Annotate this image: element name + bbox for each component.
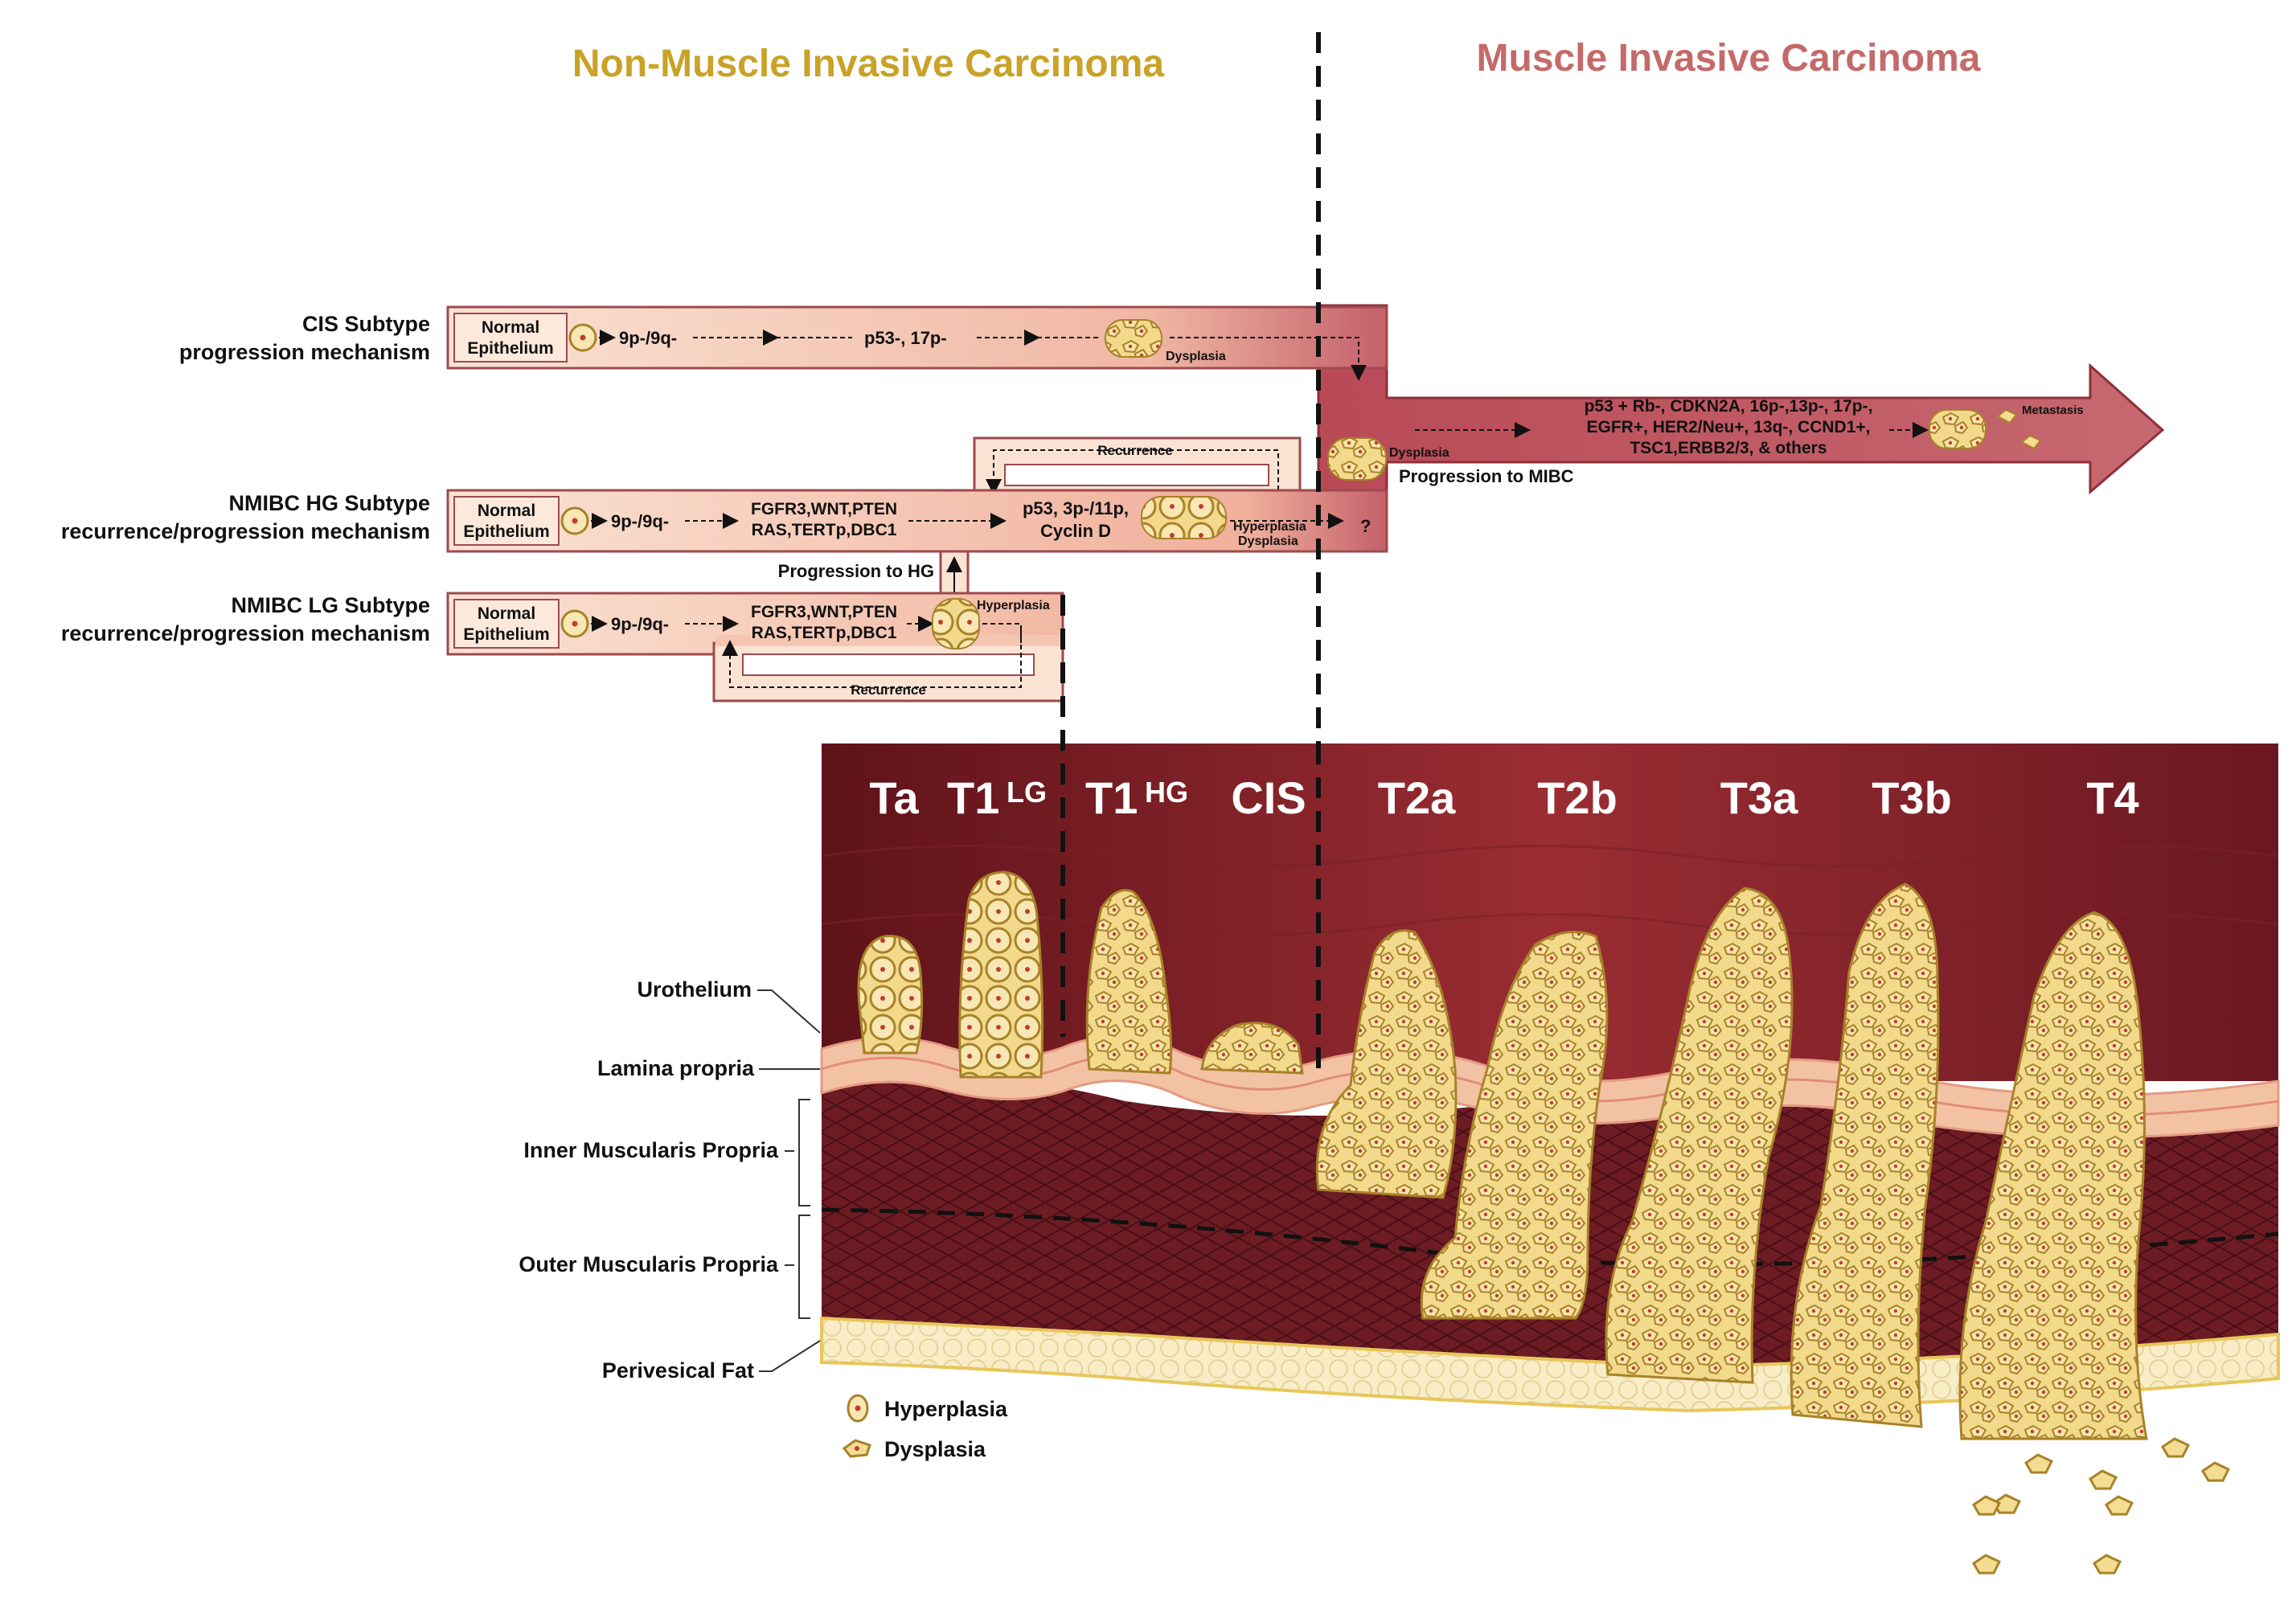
- mibc-dysplasia-label: Dysplasia: [1389, 446, 1449, 460]
- mibc-dysplasia-cluster: [1327, 437, 1387, 481]
- lg-start-line2: Epithelium: [463, 625, 549, 644]
- hg-end-note-line2: Dysplasia: [1238, 535, 1298, 548]
- mibc-markers-line1: p53 + Rb-, CDKN2A, 16p-,13p-, 17p-,: [1585, 397, 1873, 416]
- cis-end-note: Dysplasia: [1166, 350, 1226, 363]
- cis-step1: 9p-/9q-: [619, 328, 677, 348]
- mibc-markers-line3: TSC1,ERBB2/3, & others: [1630, 439, 1827, 457]
- hg-step1: 9p-/9q-: [611, 511, 669, 531]
- tumor-t3b: [1790, 883, 1940, 1428]
- stage-t1-hg: T1 HG: [1085, 772, 1188, 823]
- dysplasia-cell-icon: [842, 1439, 871, 1458]
- tumor-t3a: [1605, 887, 1794, 1384]
- metastatic-cells: [1971, 1437, 2231, 1575]
- mibc-metastasis-label: Metastasis: [2022, 404, 2084, 417]
- hg-label-line2: recurrence/progression mechanism: [61, 519, 430, 543]
- stage-t2b: T2b: [1537, 772, 1617, 823]
- hg-step2-line1: FGFR3,WNT,PTEN: [751, 500, 897, 518]
- tumor-t2b: [1420, 930, 1609, 1320]
- stage-t1-lg: T1 LG: [947, 772, 1047, 823]
- stage-t1-hg-main: T1: [1085, 772, 1138, 823]
- stage-cis: CIS: [1231, 772, 1306, 823]
- stage-t2a: T2a: [1378, 772, 1456, 823]
- hg-tumor-cluster: [1141, 496, 1227, 539]
- tissue-cross-section: Ta T1 LG T1 HG CIS T2a T2b T3a T3b T4: [820, 744, 2280, 1575]
- mibc-contents: Dysplasia Progression to MIBC p53 + Rb-,…: [1327, 397, 2084, 486]
- lg-start-line1: Normal: [478, 604, 535, 623]
- stage-t4: T4: [2086, 772, 2138, 823]
- stage-t3b: T3b: [1872, 772, 1952, 823]
- mibc-title: Muscle Invasive Carcinoma: [1477, 37, 1981, 80]
- stage-t1-hg-sup: HG: [1145, 776, 1188, 809]
- lg-end-note: Hyperplasia: [977, 599, 1050, 612]
- stage-t3a: T3a: [1720, 772, 1798, 823]
- tumor-cis: [1200, 1022, 1304, 1075]
- hyperplasia-cell-icon: [560, 609, 589, 638]
- tumor-t1-hg: [1085, 889, 1173, 1075]
- cis-step2: p53-, 17p-: [864, 328, 947, 348]
- layer-label-fat: Perivesical Fat: [602, 1358, 754, 1383]
- cis-start-line2: Epithelium: [467, 339, 553, 358]
- stage-ta: Ta: [869, 772, 919, 823]
- mibc-tumor-cluster: [1929, 409, 1986, 449]
- hg-label-line1: NMIBC HG Subtype: [228, 491, 430, 515]
- hg-recurrence-label: Recurrence: [1097, 443, 1173, 458]
- cis-label-line2: progression mechanism: [179, 340, 430, 364]
- hg-step2-line2: RAS,TERTp,DBC1: [752, 521, 897, 539]
- hyperplasia-cell-icon: [560, 506, 589, 535]
- legend-dysplasia: Dysplasia: [884, 1437, 986, 1461]
- hg-pathway: Recurrence NMIBC HG Subtype recurrence/p…: [61, 436, 1388, 553]
- progression-to-hg-label: Progression to HG: [778, 561, 934, 581]
- hyperplasia-cell-icon: [847, 1394, 869, 1423]
- hyperplasia-cell-icon: [568, 323, 597, 352]
- lg-pathway: Progression to HG NMIBC LG Subtype recur…: [61, 550, 1064, 703]
- lg-label-line1: NMIBC LG Subtype: [232, 593, 431, 617]
- lg-step2-line1: FGFR3,WNT,PTEN: [751, 603, 897, 621]
- tumor-t4: [1958, 911, 2148, 1440]
- lg-step1: 9p-/9q-: [611, 614, 669, 634]
- stage-t1-lg-main: T1: [947, 772, 999, 823]
- tumor-ta: [857, 935, 924, 1055]
- layer-label-inner: Inner Muscularis Propria: [523, 1138, 779, 1162]
- dysplasia-cluster: [1105, 319, 1162, 358]
- tumor-t2a: [1315, 929, 1458, 1199]
- hg-start-line1: Normal: [478, 502, 535, 520]
- layer-label-urothelium: Urothelium: [637, 977, 752, 1002]
- legend-hyperplasia: Hyperplasia: [884, 1397, 1008, 1421]
- cis-pathway: CIS Subtype progression mechanism Normal…: [179, 305, 1388, 381]
- cis-start-line1: Normal: [482, 318, 539, 337]
- hg-end-note-line1: Hyperplasia: [1233, 520, 1306, 534]
- stage-t1-lg-sup: LG: [1007, 776, 1047, 809]
- nmibc-title: Non-Muscle Invasive Carcinoma: [572, 43, 1165, 85]
- layer-label-outer: Outer Muscularis Propria: [519, 1252, 779, 1276]
- layer-label-lamina: Lamina propria: [597, 1056, 755, 1080]
- lg-label-line2: recurrence/progression mechanism: [61, 621, 430, 645]
- hg-question: ?: [1360, 516, 1371, 536]
- hg-step3-line2: Cyclin D: [1040, 521, 1111, 541]
- tumor-t1-lg: [958, 870, 1044, 1079]
- hg-step3-line1: p53, 3p-/11p,: [1023, 498, 1129, 518]
- mibc-markers-line2: EGFR+, HER2/Neu+, 13q-, CCND1+,: [1586, 418, 1870, 436]
- lg-recurrence-label: Recurrence: [851, 682, 926, 698]
- layer-labels: Urothelium Lamina propria Inner Muscular…: [519, 977, 821, 1383]
- hg-start-line2: Epithelium: [463, 522, 549, 541]
- lg-hyperplasia-cluster: [932, 598, 980, 649]
- legend: Hyperplasia Dysplasia: [842, 1394, 1008, 1461]
- lg-step2-line2: RAS,TERTp,DBC1: [752, 624, 897, 642]
- mibc-progression-label: Progression to MIBC: [1399, 466, 1574, 486]
- cis-label-line1: CIS Subtype: [302, 312, 430, 336]
